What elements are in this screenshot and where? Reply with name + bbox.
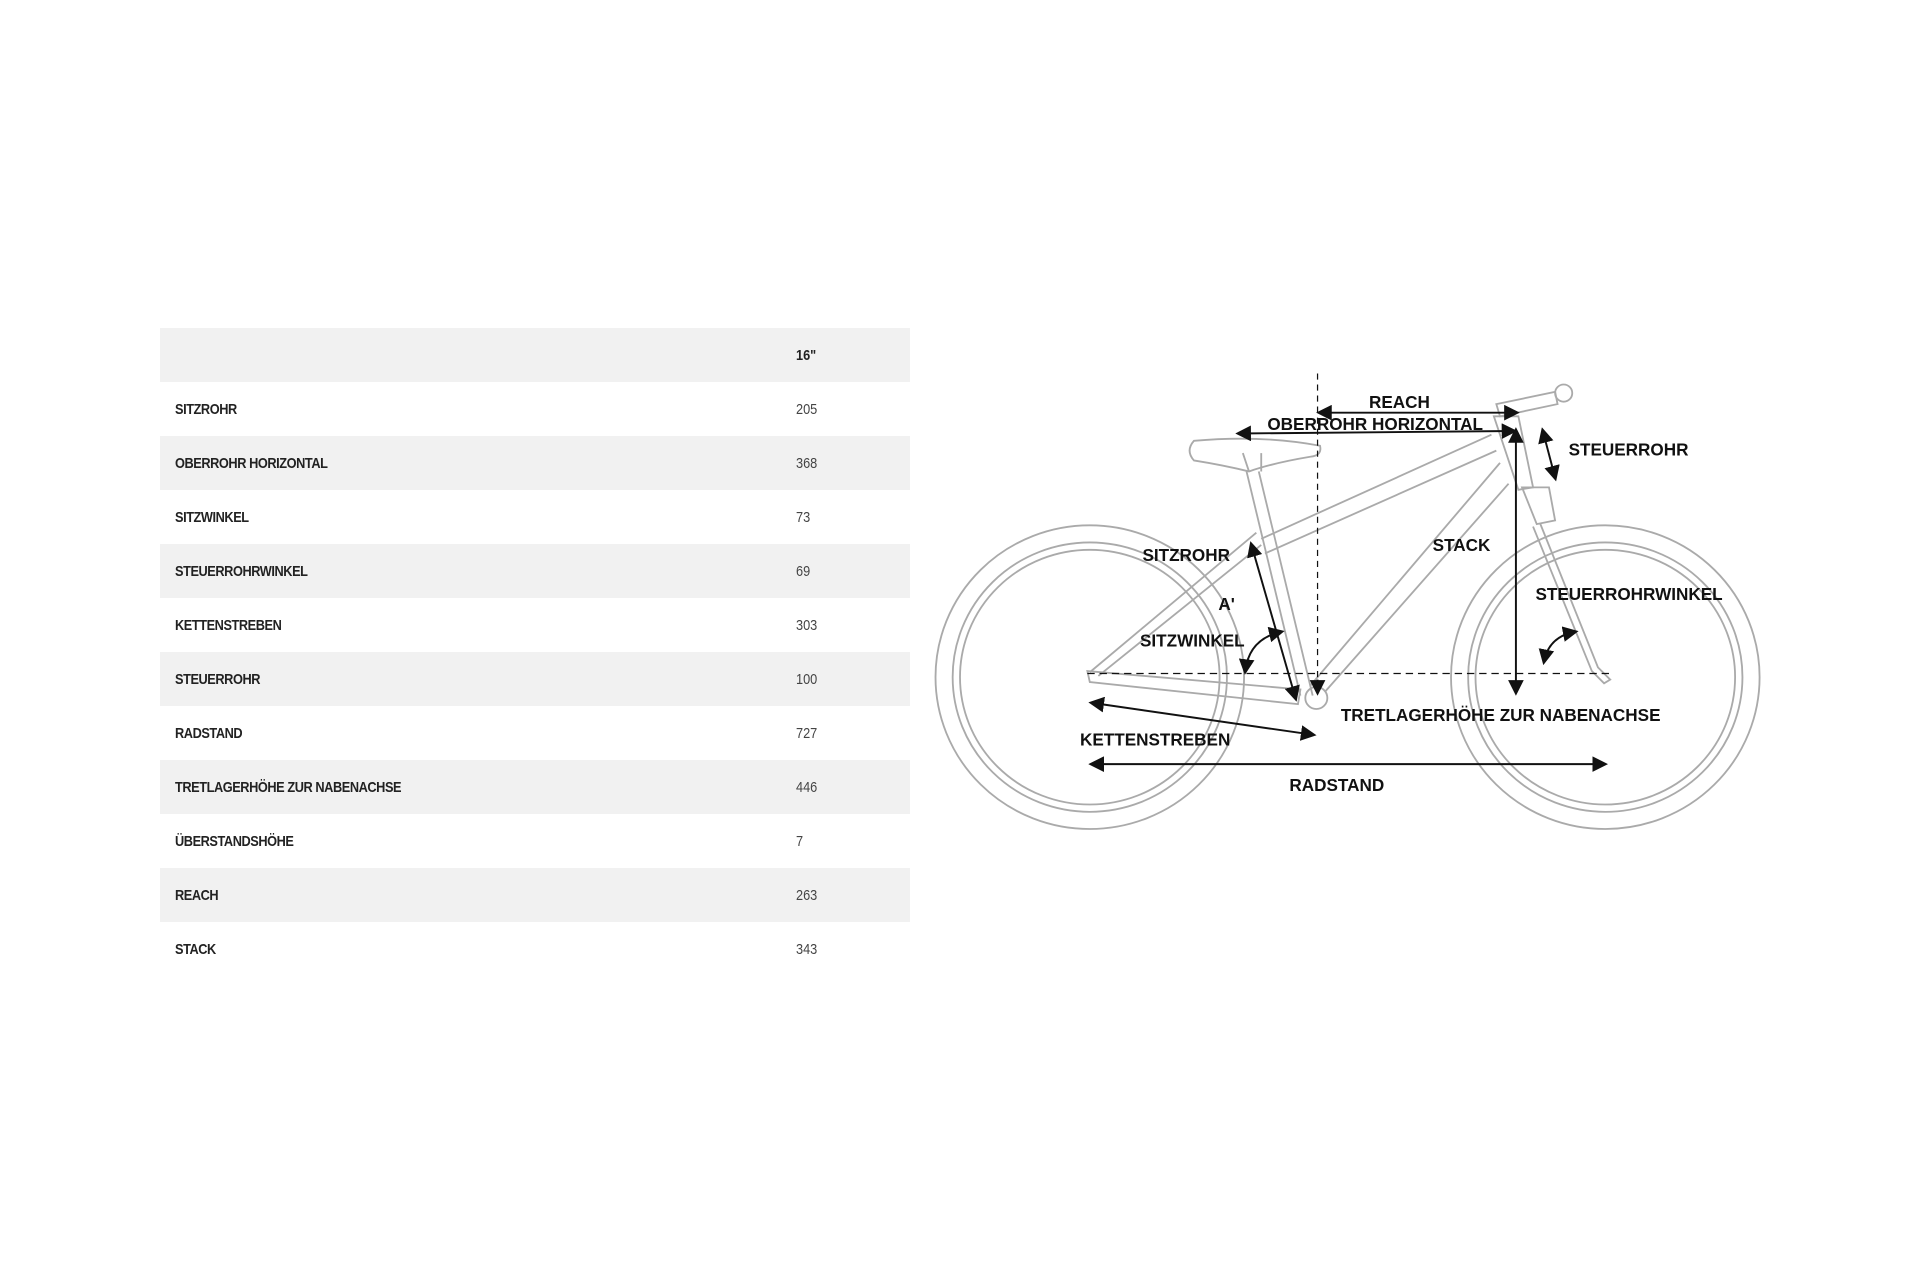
row-value: 727 bbox=[796, 724, 818, 742]
table-row: TRETLAGERHÖHE ZUR NABENACHSE 446 bbox=[160, 760, 910, 814]
top-tube bbox=[1260, 433, 1497, 555]
row-label: STACK bbox=[175, 940, 216, 958]
rear-wheel bbox=[934, 524, 1245, 830]
table-row: KETTENSTREBEN 303 bbox=[160, 598, 910, 652]
table-row: SITZROHR 205 bbox=[160, 382, 910, 436]
label-seat-angle: SITZWINKEL bbox=[1140, 631, 1245, 651]
label-top-tube: OBERROHR HORIZONTAL bbox=[1267, 414, 1483, 434]
table-row: STEUERROHR 100 bbox=[160, 652, 910, 706]
row-value: 7 bbox=[796, 832, 804, 850]
fork bbox=[1520, 486, 1612, 685]
label-bb-height: TRETLAGERHÖHE ZUR NABENACHSE bbox=[1341, 705, 1661, 725]
table-row: STACK 343 bbox=[160, 922, 910, 976]
label-a-prime: A' bbox=[1218, 594, 1234, 614]
bottom-bracket bbox=[1304, 686, 1329, 710]
front-wheel bbox=[1450, 524, 1761, 830]
row-value: 303 bbox=[796, 616, 818, 634]
row-value: 446 bbox=[796, 778, 818, 796]
table-header-row: 16" bbox=[160, 328, 910, 382]
table-row: SITZWINKEL 73 bbox=[160, 490, 910, 544]
label-head-angle: STEUERROHRWINKEL bbox=[1536, 584, 1723, 604]
row-label: STEUERROHR bbox=[175, 670, 261, 688]
row-value: 343 bbox=[796, 940, 818, 958]
row-value: 263 bbox=[796, 886, 818, 904]
table-row: OBERROHR HORIZONTAL 368 bbox=[160, 436, 910, 490]
table-row: RADSTAND 727 bbox=[160, 706, 910, 760]
row-label: TRETLAGERHÖHE ZUR NABENACHSE bbox=[175, 778, 402, 796]
label-reach: REACH bbox=[1369, 392, 1430, 412]
label-seat-tube: SITZROHR bbox=[1142, 545, 1230, 565]
label-wheelbase: RADSTAND bbox=[1289, 775, 1384, 795]
chainstay bbox=[1086, 670, 1302, 706]
row-label: SITZROHR bbox=[175, 400, 237, 418]
row-value: 69 bbox=[796, 562, 811, 580]
row-label: SITZWINKEL bbox=[175, 508, 249, 526]
row-label: KETTENSTREBEN bbox=[175, 616, 282, 634]
saddle bbox=[1188, 437, 1322, 473]
row-value: 100 bbox=[796, 670, 818, 688]
table-row: ÜBERSTANDSHÖHE 7 bbox=[160, 814, 910, 868]
seat-tube bbox=[1245, 471, 1314, 696]
row-label: REACH bbox=[175, 886, 219, 904]
row-value: 73 bbox=[796, 508, 811, 526]
size-header: 16" bbox=[796, 346, 817, 364]
down-tube bbox=[1309, 462, 1510, 693]
label-stack: STACK bbox=[1433, 535, 1491, 555]
head-tube bbox=[1492, 415, 1535, 491]
row-label: STEUERROHRWINKEL bbox=[175, 562, 308, 580]
row-value: 368 bbox=[796, 454, 818, 472]
row-value: 205 bbox=[796, 400, 818, 418]
table-row: REACH 263 bbox=[160, 868, 910, 922]
row-label: OBERROHR HORIZONTAL bbox=[175, 454, 328, 472]
table-row: STEUERROHRWINKEL 69 bbox=[160, 544, 910, 598]
row-label: RADSTAND bbox=[175, 724, 243, 742]
measurement-lines bbox=[1087, 373, 1611, 772]
label-head-tube: STEUERROHR bbox=[1569, 440, 1690, 460]
label-chainstay: KETTENSTREBEN bbox=[1080, 730, 1230, 750]
seat-stay bbox=[1089, 531, 1262, 677]
row-label: ÜBERSTANDSHÖHE bbox=[175, 832, 294, 850]
